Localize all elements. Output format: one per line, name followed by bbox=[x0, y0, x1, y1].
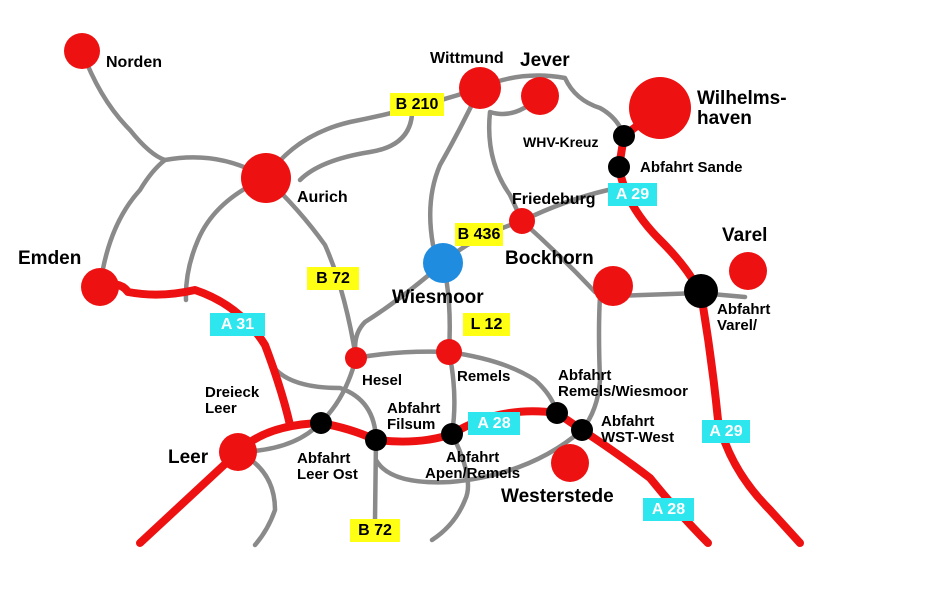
label-hesel: Hesel bbox=[362, 372, 403, 389]
label-bockhorn: Bockhorn bbox=[505, 248, 594, 269]
exit-remels-wiesmoor[interactable] bbox=[546, 402, 568, 424]
label-remels: Remels bbox=[457, 368, 511, 385]
road-aurich-wittmund bbox=[263, 85, 483, 181]
town-westerstede[interactable] bbox=[551, 444, 589, 482]
sign-b72-north: B 72 bbox=[307, 267, 359, 290]
label-leer-ost: Abfahrt Leer Ost bbox=[297, 450, 358, 483]
road-wiesmoor-hesel bbox=[352, 260, 446, 361]
road-leer-south bbox=[235, 449, 278, 548]
town-aurich[interactable] bbox=[241, 153, 291, 203]
sign-a31: A 31 bbox=[210, 313, 265, 336]
label-emden: Emden bbox=[18, 248, 82, 269]
road-hesel-remels bbox=[353, 349, 452, 361]
road-emden-north bbox=[97, 157, 168, 290]
label-remels-wiesmoor: Abfahrt Remels/Wiesmoor bbox=[558, 367, 688, 400]
town-friedeburg[interactable] bbox=[509, 208, 535, 234]
sign-a28-east: A 28 bbox=[643, 498, 694, 521]
road-wittmund-wiesmoor bbox=[428, 85, 483, 248]
label-dreieck-leer: Dreieck Leer bbox=[205, 384, 260, 417]
town-leer[interactable] bbox=[219, 433, 257, 471]
label-norden: Norden bbox=[106, 54, 162, 71]
label-apen-remels: Abfahrt Apen/Remels bbox=[425, 449, 521, 482]
exit-filsum[interactable] bbox=[441, 423, 463, 445]
road-bockhorn-westerstede bbox=[579, 293, 603, 433]
town-wittmund[interactable] bbox=[459, 67, 501, 109]
town-varel[interactable] bbox=[729, 252, 767, 290]
label-wst-west: Abfahrt WST-West bbox=[601, 413, 675, 446]
road-b210-branch bbox=[297, 102, 415, 183]
sign-a29-south: A 29 bbox=[702, 420, 750, 443]
exit-wst-west[interactable] bbox=[571, 419, 593, 441]
road-norden-aurich bbox=[79, 48, 269, 181]
label-leer: Leer bbox=[168, 447, 209, 468]
road-apen-westerstede bbox=[373, 427, 585, 485]
exit-dreieck-leer[interactable] bbox=[310, 412, 332, 434]
label-varel: Varel bbox=[722, 225, 768, 246]
road-aurich-south bbox=[183, 175, 269, 303]
label-wittmund: Wittmund bbox=[430, 50, 504, 67]
sign-b210: B 210 bbox=[390, 93, 444, 116]
sign-b72-south: B 72 bbox=[350, 519, 400, 542]
town-emden[interactable] bbox=[81, 268, 119, 306]
town-hesel[interactable] bbox=[345, 347, 367, 369]
road-b72-south bbox=[372, 437, 379, 523]
road-wittmund-jever bbox=[477, 73, 627, 139]
road-b72 bbox=[263, 175, 359, 361]
label-friedeburg: Friedeburg bbox=[512, 191, 596, 208]
label-aurich: Aurich bbox=[297, 189, 348, 206]
road-jever-friedeburg bbox=[486, 93, 543, 224]
road-bockhorn-varel bbox=[610, 290, 748, 300]
label-exit-varel: Abfahrt Varel/ bbox=[717, 301, 771, 334]
label-wiesmoor: Wiesmoor bbox=[392, 287, 484, 308]
towns bbox=[64, 33, 767, 482]
exit-varel[interactable] bbox=[684, 274, 718, 308]
sign-a29-north: A 29 bbox=[608, 183, 657, 206]
town-norden[interactable] bbox=[64, 33, 100, 69]
road-dreieck-link bbox=[267, 359, 379, 443]
autobahn-a31 bbox=[96, 280, 294, 429]
town-jever[interactable] bbox=[521, 77, 559, 115]
town-wiesmoor[interactable] bbox=[423, 243, 463, 283]
label-wilhelmshaven: Wilhelms- haven bbox=[697, 88, 787, 129]
label-whv-kreuz: WHV-Kreuz bbox=[523, 134, 599, 150]
town-remels[interactable] bbox=[436, 339, 462, 365]
town-bockhorn[interactable] bbox=[593, 266, 633, 306]
exit-whv-kreuz[interactable] bbox=[613, 125, 635, 147]
label-jever: Jever bbox=[520, 50, 570, 71]
label-filsum: Abfahrt Filsum bbox=[387, 400, 441, 433]
exit-sande[interactable] bbox=[608, 156, 630, 178]
exits bbox=[310, 125, 718, 451]
label-sande: Abfahrt Sande bbox=[640, 159, 743, 176]
road-remels-a28 bbox=[446, 349, 560, 416]
label-westerstede: Westerstede bbox=[501, 486, 614, 507]
sign-b436: B 436 bbox=[455, 223, 503, 246]
sign-a28-middle: A 28 bbox=[468, 412, 520, 435]
exit-leer-ost[interactable] bbox=[365, 429, 387, 451]
road-apen-south bbox=[429, 431, 471, 543]
sign-l12: L 12 bbox=[463, 313, 510, 336]
town-wilhelmshaven[interactable] bbox=[629, 77, 691, 139]
